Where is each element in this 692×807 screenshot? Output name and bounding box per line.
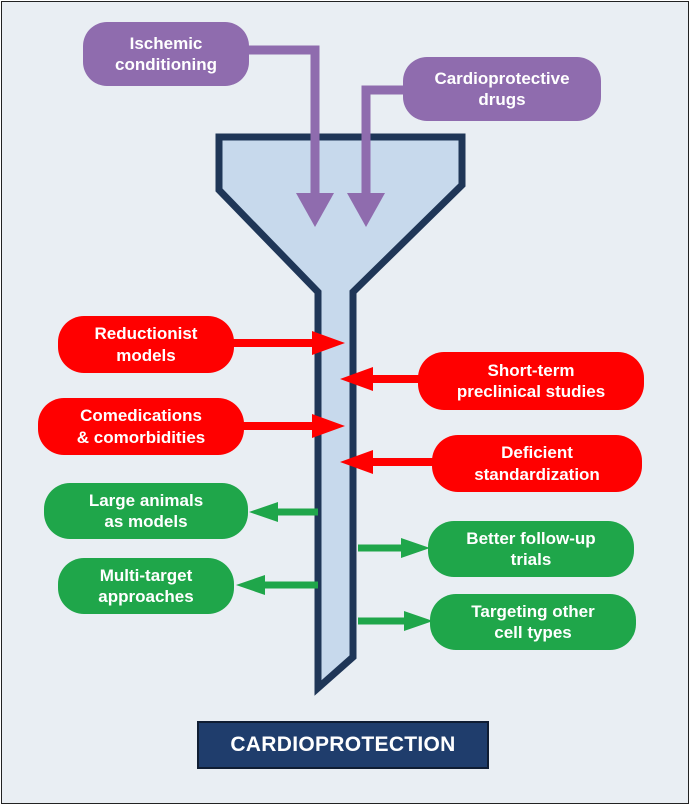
large-animals-arrow	[249, 502, 318, 522]
deficient-arrow	[340, 450, 440, 474]
deficient-standardization-box: Deficient standardization	[432, 435, 642, 492]
short-term-arrow	[340, 367, 425, 391]
large-animals-box: Large animals as models	[44, 483, 248, 539]
better-followup-arrow	[358, 538, 430, 558]
drugs-arrow	[347, 85, 408, 227]
ischemic-arrow	[244, 45, 334, 227]
short-term-studies-box: Short-term preclinical studies	[418, 352, 644, 410]
multi-target-arrow	[236, 575, 318, 595]
comedications-arrow	[240, 414, 345, 438]
funnel-shape	[215, 133, 466, 696]
comedications-box: Comedications & comorbidities	[38, 398, 244, 455]
reductionist-arrow	[232, 331, 345, 355]
multi-target-box: Multi-target approaches	[58, 558, 234, 614]
targeting-cells-arrow	[358, 611, 433, 631]
ischemic-conditioning-box: Ischemic conditioning	[83, 22, 249, 86]
reductionist-models-box: Reductionist models	[58, 316, 234, 373]
cardioprotection-title: CARDIOPROTECTION	[197, 721, 489, 769]
targeting-cells-box: Targeting other cell types	[430, 594, 636, 650]
cardioprotective-drugs-box: Cardioprotective drugs	[403, 57, 601, 121]
better-followup-box: Better follow-up trials	[428, 521, 634, 577]
